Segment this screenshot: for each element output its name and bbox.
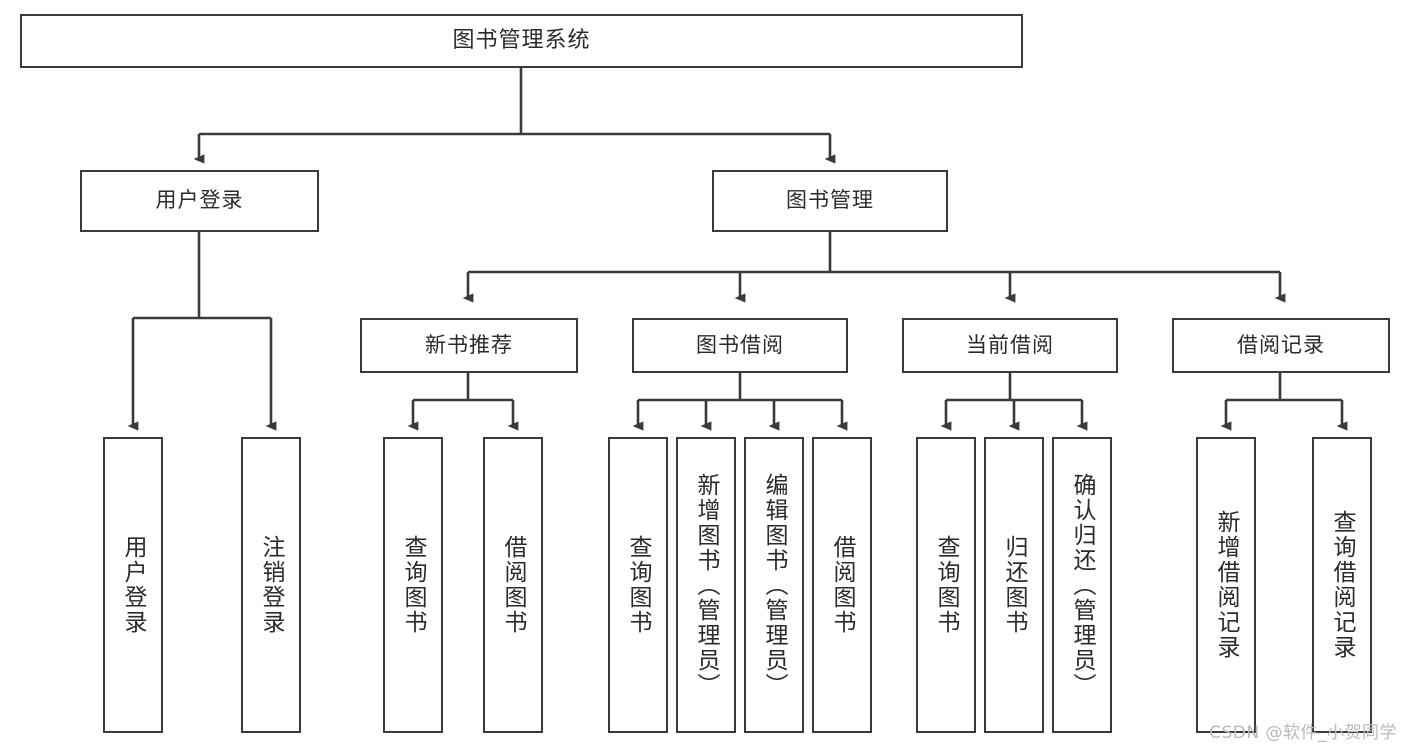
leaf-borrow-edit-book-admin[interactable]: 编辑图书（管理员） xyxy=(744,437,804,733)
leaf-record-add-record[interactable]: 新增借阅记录 xyxy=(1196,437,1256,733)
node-label: 图书借阅 xyxy=(696,332,784,357)
leaf-current-query-book[interactable]: 查询图书 xyxy=(916,437,976,733)
node-label: 图书管理系统 xyxy=(452,27,591,53)
node-borrow-record[interactable]: 借阅记录 xyxy=(1172,318,1390,373)
node-root-system[interactable]: 图书管理系统 xyxy=(20,14,1023,68)
node-book-management[interactable]: 图书管理 xyxy=(712,170,948,232)
node-label: 用户登录 xyxy=(155,188,244,213)
leaf-borrow-query-book[interactable]: 查询图书 xyxy=(608,437,668,733)
node-label: 注销登录 xyxy=(258,535,285,635)
node-book-borrow[interactable]: 图书借阅 xyxy=(632,318,848,373)
leaf-current-return-book[interactable]: 归还图书 xyxy=(984,437,1044,733)
node-label: 确认归还（管理员） xyxy=(1069,472,1096,698)
node-label: 借阅记录 xyxy=(1237,332,1325,357)
leaf-new-book-query[interactable]: 查询图书 xyxy=(383,437,443,733)
node-label: 图书管理 xyxy=(786,188,874,213)
node-label: 借阅图书 xyxy=(829,535,856,635)
node-label: 归还图书 xyxy=(1001,535,1028,635)
node-label: 查询借阅记录 xyxy=(1329,510,1356,660)
node-label: 新增借阅记录 xyxy=(1213,510,1240,660)
node-new-book-recommend[interactable]: 新书推荐 xyxy=(360,318,578,373)
node-user-login[interactable]: 用户登录 xyxy=(80,170,319,232)
node-current-borrow[interactable]: 当前借阅 xyxy=(902,318,1118,373)
leaf-borrow-add-book-admin[interactable]: 新增图书（管理员） xyxy=(676,437,736,733)
node-label: 用户登录 xyxy=(120,535,147,635)
node-label: 编辑图书（管理员） xyxy=(761,472,788,698)
node-label: 查询图书 xyxy=(625,535,652,635)
leaf-new-book-borrow[interactable]: 借阅图书 xyxy=(483,437,543,733)
leaf-borrow-borrow-book[interactable]: 借阅图书 xyxy=(812,437,872,733)
node-label: 当前借阅 xyxy=(966,332,1054,357)
csdn-watermark: CSDN @软件_小贺同学 xyxy=(1209,723,1397,743)
node-label: 查询图书 xyxy=(933,535,960,635)
leaf-user-login-login[interactable]: 用户登录 xyxy=(103,437,163,733)
node-label: 查询图书 xyxy=(400,535,427,635)
node-label: 新书推荐 xyxy=(425,332,513,357)
leaf-record-query-record[interactable]: 查询借阅记录 xyxy=(1312,437,1372,733)
node-label: 新增图书（管理员） xyxy=(693,472,720,698)
leaf-user-login-logout[interactable]: 注销登录 xyxy=(241,437,301,733)
node-label: 借阅图书 xyxy=(500,535,527,635)
leaf-current-confirm-return-admin[interactable]: 确认归还（管理员） xyxy=(1052,437,1112,733)
